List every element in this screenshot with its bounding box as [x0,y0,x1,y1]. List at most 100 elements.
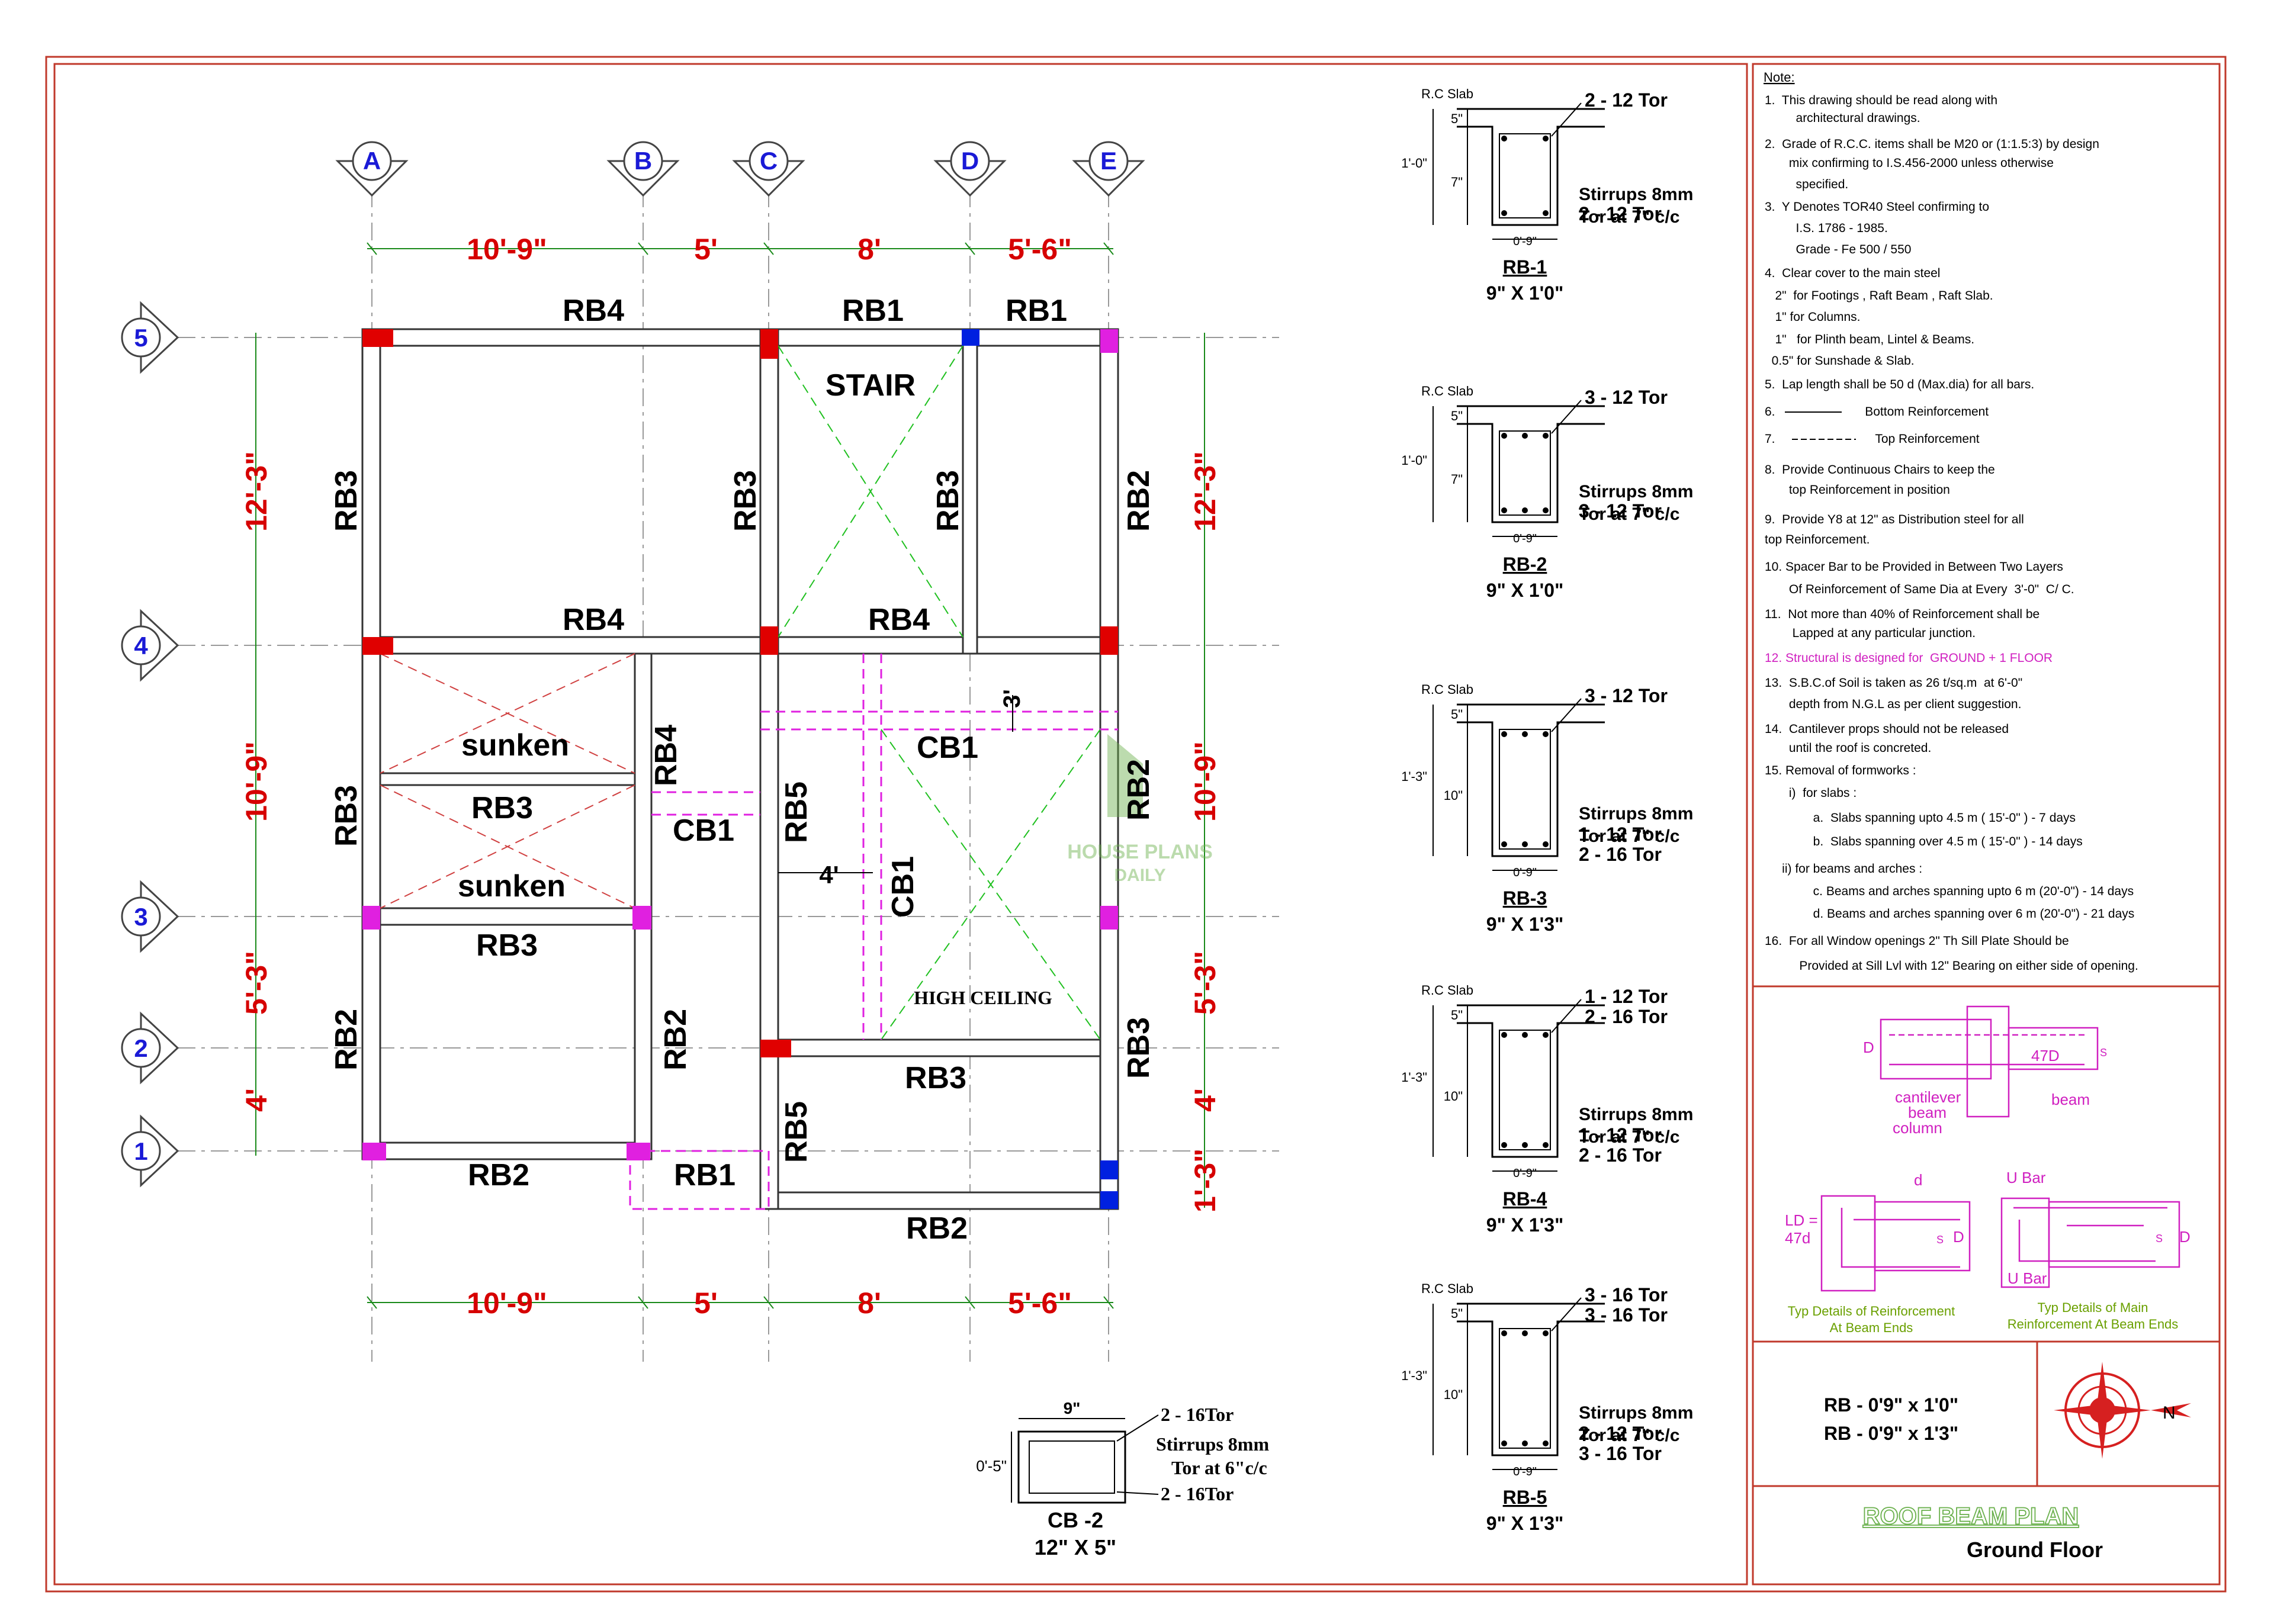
stirrups-1: Stirrups 8mm [1579,1403,1693,1423]
rebar [1501,1330,1507,1336]
dim-right-4: 4' [1189,1088,1222,1112]
top-bars: 3 - 16 Tor [1585,1284,1668,1305]
note-line: 7. Top Reinforcement [1765,432,1980,446]
section-size: 9" X 1'0" [1486,282,1563,304]
rebar [1501,136,1507,142]
beam-label: RB4 [563,294,624,328]
detail-cantilever [1880,1005,2099,1118]
web-depth: 10" [1444,788,1463,803]
dim-right-2: 10'-9" [1189,741,1222,822]
section-outline [1457,405,1605,523]
width-label: 0'-9" [1513,532,1537,545]
section-name: RB-4 [1503,1188,1547,1210]
note-line: 8. Provide Continuous Chairs to keep the [1765,463,1995,477]
beam-label: RB2 [659,1009,693,1070]
width-label: 0'-9" [1513,1167,1537,1180]
note-line: c. Beams and arches spanning upto 6 m (2… [1765,885,2134,898]
detail1-beam: beam [1908,1104,1947,1121]
detail3-cap2: Reinforcement At Beam Ends [2008,1317,2179,1332]
small-dimensions [778,695,1013,873]
dim-4ft: 4' [819,861,839,889]
dim-bottom-3: 8' [857,1287,881,1320]
detail2-s: S [1936,1234,1944,1246]
note-line: 15. Removal of formworks : [1765,764,1916,777]
detail3-D: D [2179,1228,2191,1246]
sunken-hatch [380,653,635,909]
stirrups-1: Stirrups 8mm [1579,185,1693,204]
slab-label: R.C Slab [1421,86,1473,101]
north-arrow-icon [2054,1362,2191,1459]
dim-right-3: 5'-3" [1189,951,1222,1015]
dim-left-3: 5'-3" [240,951,273,1015]
grid-label-1: 1 [134,1137,147,1165]
rebar [1543,433,1549,439]
dim-3ft: 3' [999,689,1025,708]
note-line: b. Slabs spanning over 4.5 m ( 15'-0" ) … [1765,835,2083,848]
note-line: 4. Clear cover to the main steel [1765,266,1940,280]
section-size: 9" X 1'0" [1486,580,1563,601]
dim-top-2: 5' [694,233,718,266]
top-bars-2: 3 - 16 Tor [1585,1304,1668,1326]
beam-label: RB3 [728,470,763,532]
grid-bubble-e: E [1072,141,1145,197]
grid-bubble-d: D [933,141,1007,197]
note-line: top Reinforcement in position [1765,483,1950,497]
stirrups-2: Tor at 7" c/c [1579,207,1679,227]
section-outline [1457,703,1605,857]
detail3-s: S [2156,1233,2163,1244]
rebar [1522,1440,1528,1446]
note-line: until the roof is concreted. [1765,741,1931,755]
grid-bubble-a: A [335,141,409,197]
detail2-D: D [1953,1228,1964,1246]
grid-bubble-c: C [732,141,805,197]
section-name: RB-3 [1503,887,1547,909]
grid-label-e: E [1100,147,1117,175]
notes-list: 1. This drawing should be read along wit… [1765,94,2138,973]
beam-label: RB1 [1006,294,1067,328]
section-outline [1457,1303,1605,1456]
top-bars: 1 - 12 Tor [1585,986,1668,1007]
rebar [1501,507,1507,513]
rebar [1501,1440,1507,1446]
note-line: 12. Structural is designed for GROUND + … [1765,651,2053,665]
note-line: mix confirming to I.S.456-2000 unless ot… [1765,156,2054,170]
rebar [1543,136,1549,142]
cb2-depth: 0'-5" [976,1457,1007,1475]
detail-main-reinforcement [2000,1197,2180,1288]
detail3-ubar-bottom: U Bar [2008,1269,2047,1287]
rebar [1522,1330,1528,1336]
dim-left-1: 12'-3" [240,451,273,532]
cb2-width: 9" [1064,1399,1081,1417]
detail2-ld1: LD = [1785,1211,1818,1229]
leader [1551,400,1582,434]
note-line: 5. Lap length shall be 50 d (Max.dia) fo… [1765,378,2034,391]
beam-label: RB5 [779,782,814,843]
stirrup [1499,729,1551,850]
overall-depth: 1'-0" [1401,156,1427,171]
grid-column-bubbles: A B C D E [335,141,1145,197]
rebar [1501,1142,1507,1148]
beam-label: RB3 [931,470,965,532]
beam-label: RB4 [649,725,683,786]
note-line: specified. [1765,178,1848,191]
rebar [1543,1330,1549,1336]
beam-label: RB2 [329,1009,364,1070]
stirrups-1: Stirrups 8mm [1579,804,1693,824]
rebar [1501,841,1507,847]
grid-label-b: B [634,147,652,175]
cb2-size: 12" X 5" [1035,1535,1116,1559]
rebar [1543,1032,1549,1038]
inner-border [53,63,1748,1586]
cb2-stirrups-2: Tor at 6"c/c [1171,1457,1267,1478]
detail1-D: D [1863,1038,1874,1056]
detail2-ld2: 47d [1785,1229,1810,1247]
detail3-ubar-top: U Bar [2006,1169,2046,1186]
beam-label: RB3 [329,785,364,847]
note-line: 9. Provide Y8 at 12" as Distribution ste… [1765,513,2024,526]
